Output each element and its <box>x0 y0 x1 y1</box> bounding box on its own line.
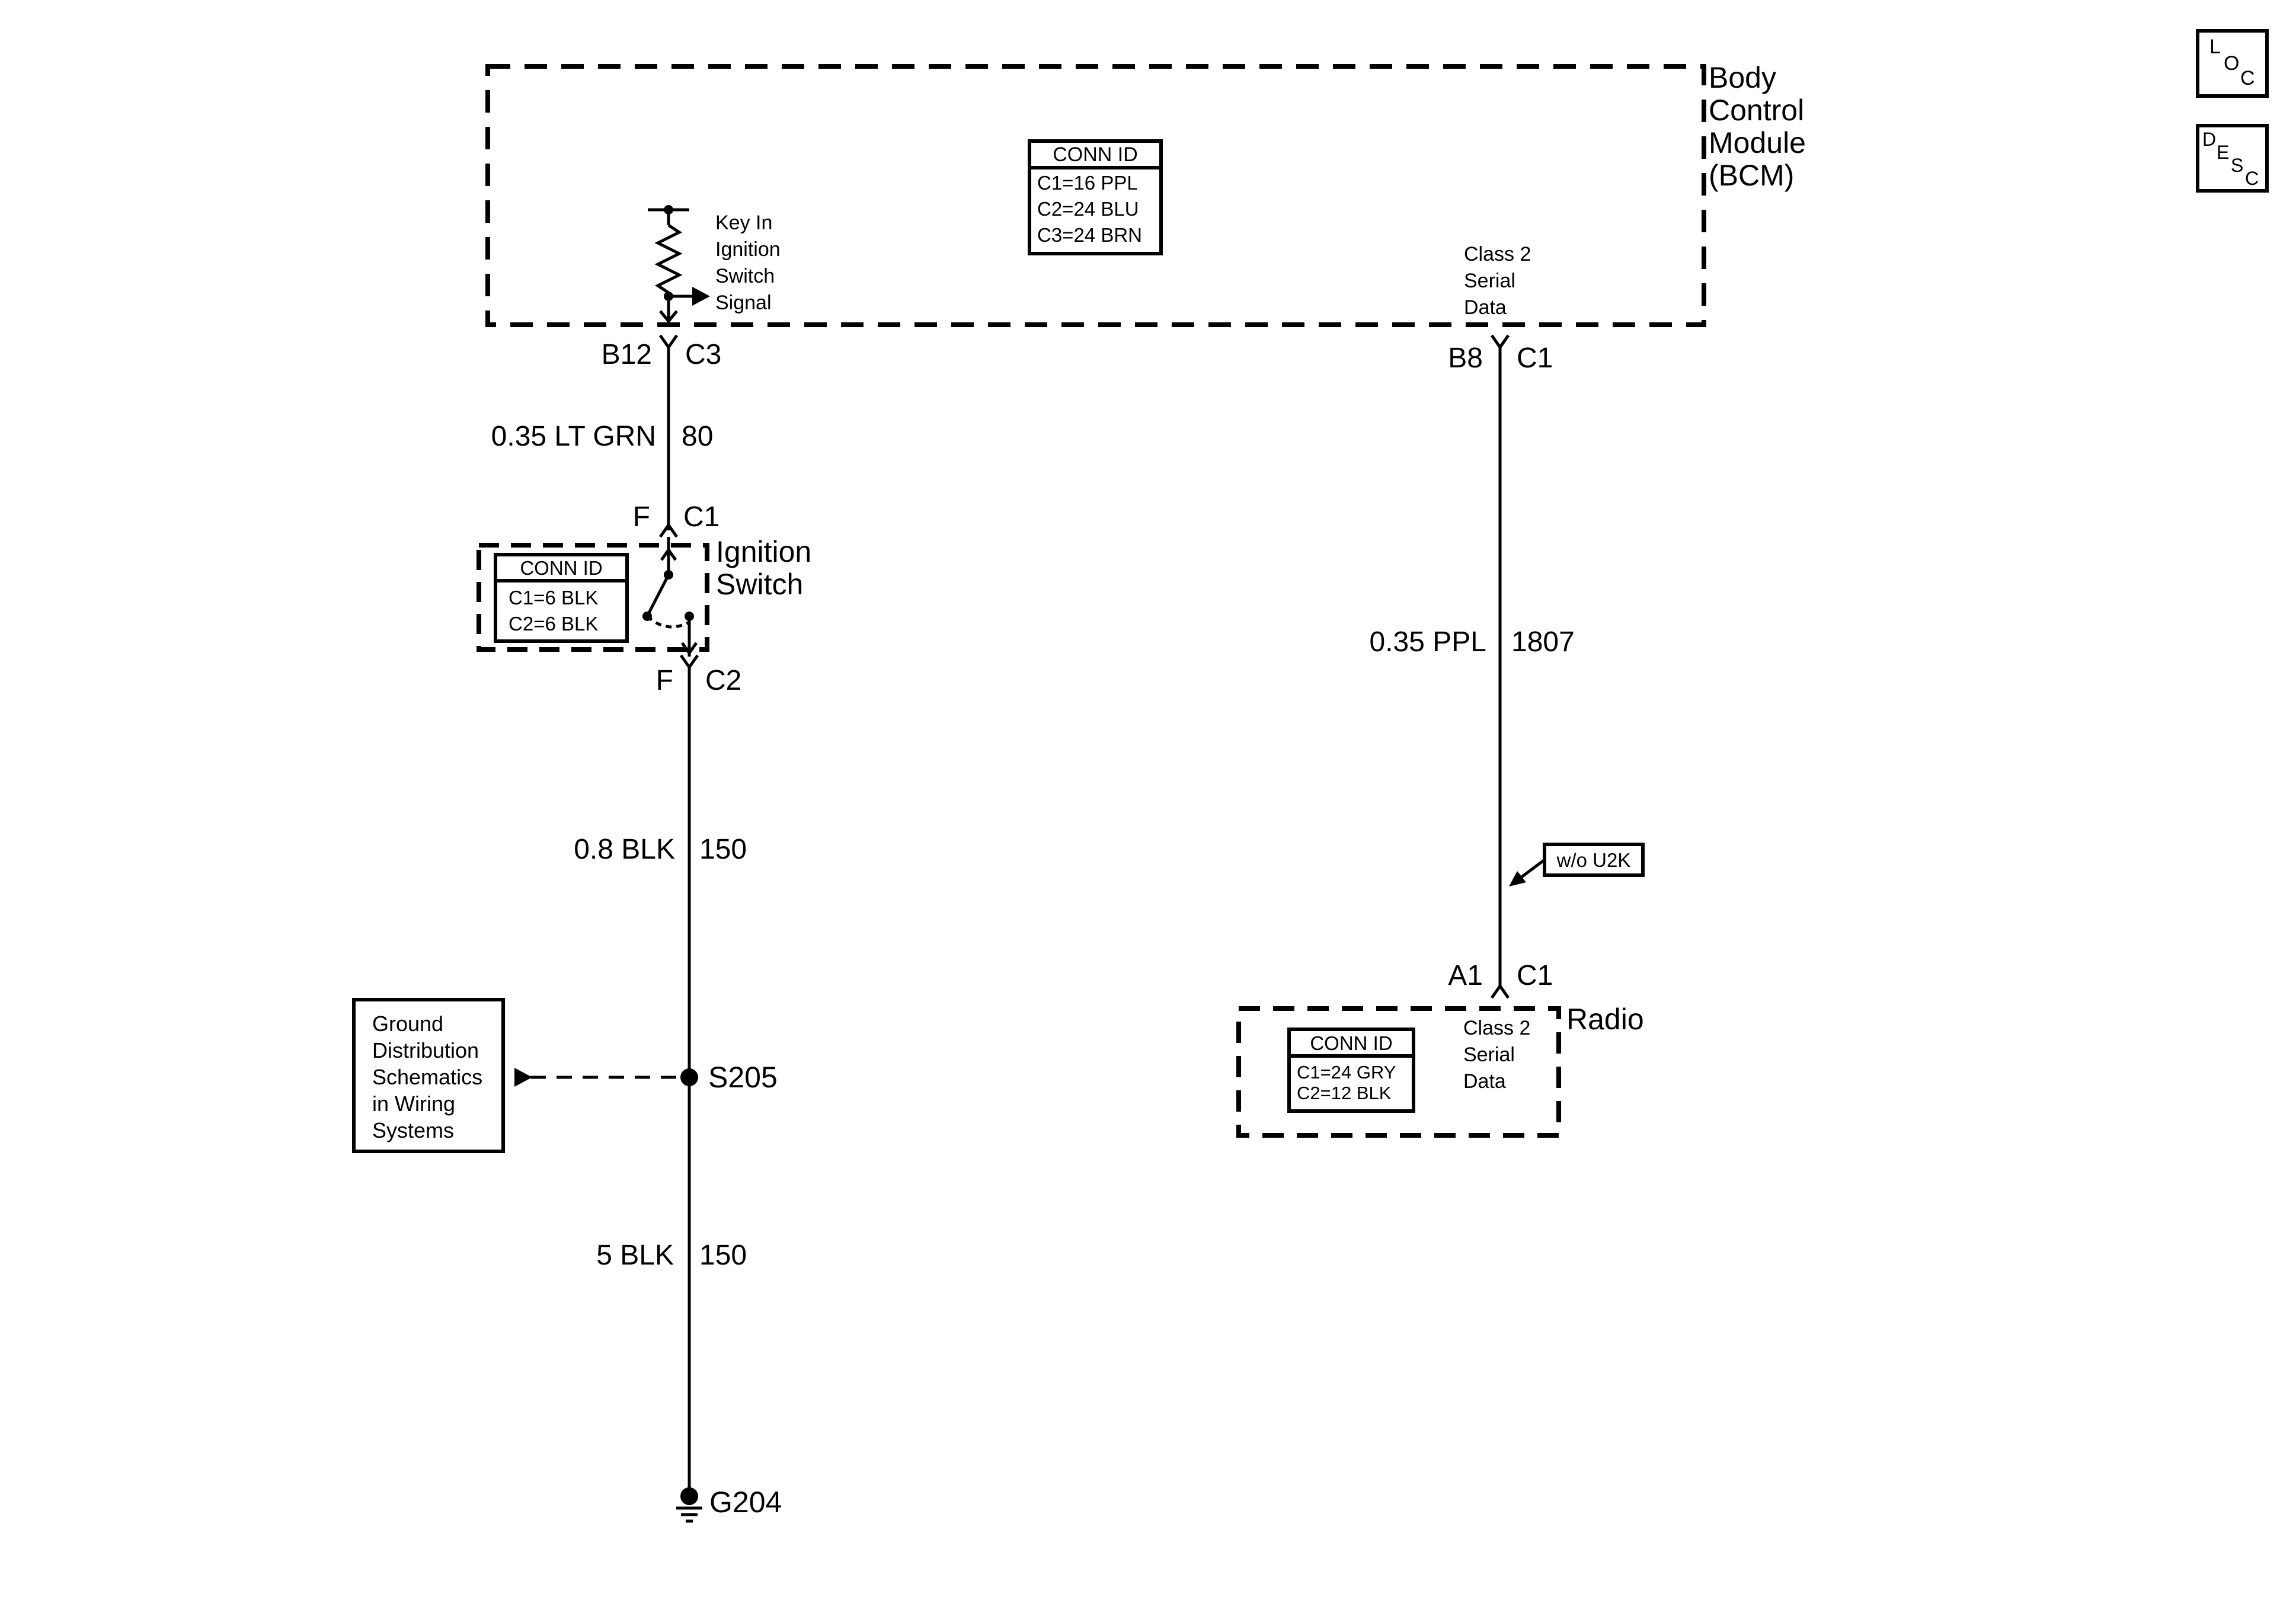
radio-conn-id-header: CONN ID <box>1310 1032 1392 1054</box>
resistor-bottom-node <box>664 292 673 301</box>
ground-icon <box>676 1506 702 1523</box>
ignition-switch-title-1: Ignition <box>716 535 811 568</box>
ground-ref-arrow-icon <box>514 1068 532 1087</box>
switch-moving-node <box>642 612 652 621</box>
bcm-c3-connector-symbol <box>658 334 679 350</box>
radio-c1-connector-symbol <box>1490 983 1510 999</box>
bcm-conn-id-row-2: C2=24 BLU <box>1037 198 1139 220</box>
bcm-serial-line-2: Serial <box>1464 270 1515 292</box>
switch-c1-connector-symbol <box>658 522 679 538</box>
switch-c2-pin: F <box>656 665 673 696</box>
bcm-c1-connector-symbol <box>1490 334 1510 350</box>
wire-150-upper-circuit: 150 <box>699 834 747 865</box>
ground-ref-line-1: Ground <box>372 1012 443 1036</box>
radio-serial-line-2: Serial <box>1463 1044 1515 1066</box>
radio-module: Radio CONN ID C1=24 GRY C2=12 BLK Class … <box>1236 1003 1644 1138</box>
bcm-pin-b12: B12 <box>602 339 652 370</box>
bcm-serial-line-3: Data <box>1464 296 1507 319</box>
radio-conn-id-row-1: C1=24 GRY <box>1297 1062 1396 1083</box>
splice-s205-label: S205 <box>708 1061 778 1094</box>
wire-80-circuit: 80 <box>682 421 713 452</box>
switch-conn-id-row-2: C2=6 BLK <box>509 613 598 635</box>
switch-c1-pin: F <box>633 501 650 533</box>
radio-pin-a1: A1 <box>1448 960 1483 991</box>
loc-letter-1: L <box>2209 36 2221 58</box>
radio-serial-line-1: Class 2 <box>1463 1017 1530 1039</box>
wire-1807-size-color: 0.35 PPL <box>1370 626 1486 658</box>
wire-150-lower-size-color: 5 BLK <box>596 1240 674 1271</box>
ground-g204-node <box>680 1487 698 1505</box>
right-circuit: B8 C1 0.35 PPL 1807 w/o U2K A1 C1 <box>1370 334 1645 999</box>
key-in-resistor <box>648 208 695 324</box>
switch-c2-connector-symbol <box>679 654 699 670</box>
wire-1807-circuit: 1807 <box>1511 626 1575 658</box>
left-circuit: B12 C3 0.35 LT GRN 80 F C1 CONN ID C1=6 … <box>477 334 811 1523</box>
signal-arrow-icon <box>692 287 710 306</box>
bcm-connector-c3: C3 <box>685 339 721 370</box>
radio-serial-data-label: Class 2 Serial Data <box>1463 1017 1530 1093</box>
switch-pivot-node <box>664 570 673 580</box>
bcm-conn-id-box: CONN ID C1=16 PPL C2=24 BLU C3=24 BRN <box>1028 139 1163 255</box>
bcm-title-line-1: Body <box>1709 61 1776 94</box>
option-arrow-icon <box>1509 871 1526 886</box>
bcm-dashed-outline <box>485 64 1706 327</box>
resistor-top-node <box>664 205 673 215</box>
bcm-title-line-4: (BCM) <box>1709 159 1794 192</box>
desc-letter-2: E <box>2217 142 2229 163</box>
key-in-signal-label: Key In Ignition Switch Signal <box>715 212 781 314</box>
wire-80-size-color: 0.35 LT GRN <box>491 421 656 452</box>
ignition-switch-conn-id-box: CONN ID C1=6 BLK C2=6 BLK <box>494 553 629 643</box>
desc-letter-1: D <box>2202 129 2216 150</box>
radio-title: Radio <box>1566 1003 1644 1036</box>
bcm-module: Body Control Module (BCM) CONN ID C1=16 … <box>485 61 1806 327</box>
key-in-line-1: Key In <box>715 212 772 234</box>
ignition-switch: CONN ID C1=6 BLK C2=6 BLK Ignition Switc… <box>477 535 811 657</box>
bcm-title-line-3: Module <box>1709 126 1806 159</box>
bcm-title: Body Control Module (BCM) <box>1709 61 1806 192</box>
key-in-line-2: Ignition <box>715 238 781 261</box>
loc-letter-3: C <box>2240 67 2255 89</box>
switch-fixed-node <box>685 612 694 621</box>
ignition-switch-title-2: Switch <box>716 568 803 601</box>
switch-c2-connector: C2 <box>705 665 741 696</box>
bcm-conn-id-header: CONN ID <box>1053 143 1138 166</box>
ground-distribution-ref-box: Ground Distribution Schematics in Wiring… <box>352 998 505 1153</box>
ground-ref-line-4: in Wiring <box>372 1092 455 1116</box>
option-callout-label: w/o U2K <box>1556 849 1631 871</box>
radio-conn-id-box: CONN ID C1=24 GRY C2=12 BLK <box>1287 1028 1415 1113</box>
bcm-title-line-2: Control <box>1709 94 1804 127</box>
switch-c1-connector: C1 <box>683 501 720 533</box>
loc-icon[interactable]: L O C <box>2196 29 2269 98</box>
option-callout: w/o U2K <box>1509 843 1645 886</box>
ignition-switch-dashed-outline <box>477 543 709 652</box>
bcm-serial-data-label: Class 2 Serial Data <box>1464 243 1531 319</box>
ground-ref-line-2: Distribution <box>372 1038 479 1062</box>
bcm-conn-id-row-3: C3=24 BRN <box>1037 224 1142 246</box>
radio-connector-c1: C1 <box>1517 960 1553 991</box>
loc-letter-2: O <box>2224 52 2239 75</box>
desc-letter-4: C <box>2245 168 2259 189</box>
switch-conn-id-row-1: C1=6 BLK <box>509 587 598 609</box>
ground-g204-label: G204 <box>709 1486 782 1519</box>
switch-contact-symbol <box>645 537 698 657</box>
bcm-connector-c1: C1 <box>1517 343 1553 374</box>
bcm-conn-id-row-1: C1=16 PPL <box>1037 172 1138 194</box>
switch-conn-id-header: CONN ID <box>520 557 602 579</box>
wire-150-upper-size-color: 0.8 BLK <box>574 834 675 865</box>
wire-150-lower-circuit: 150 <box>699 1240 747 1271</box>
desc-letter-3: S <box>2231 155 2243 176</box>
ground-ref-line-5: Systems <box>372 1118 454 1142</box>
bcm-serial-line-1: Class 2 <box>1464 243 1531 265</box>
radio-dashed-outline <box>1236 1006 1561 1138</box>
ground-ref-line-3: Schematics <box>372 1065 482 1089</box>
key-in-line-4: Signal <box>715 292 772 314</box>
desc-icon[interactable]: D E S C <box>2196 124 2269 193</box>
radio-serial-line-3: Data <box>1463 1070 1506 1093</box>
bcm-pin-b8: B8 <box>1448 343 1483 374</box>
radio-conn-id-row-2: C2=12 BLK <box>1297 1083 1392 1103</box>
key-in-line-3: Switch <box>715 265 775 287</box>
